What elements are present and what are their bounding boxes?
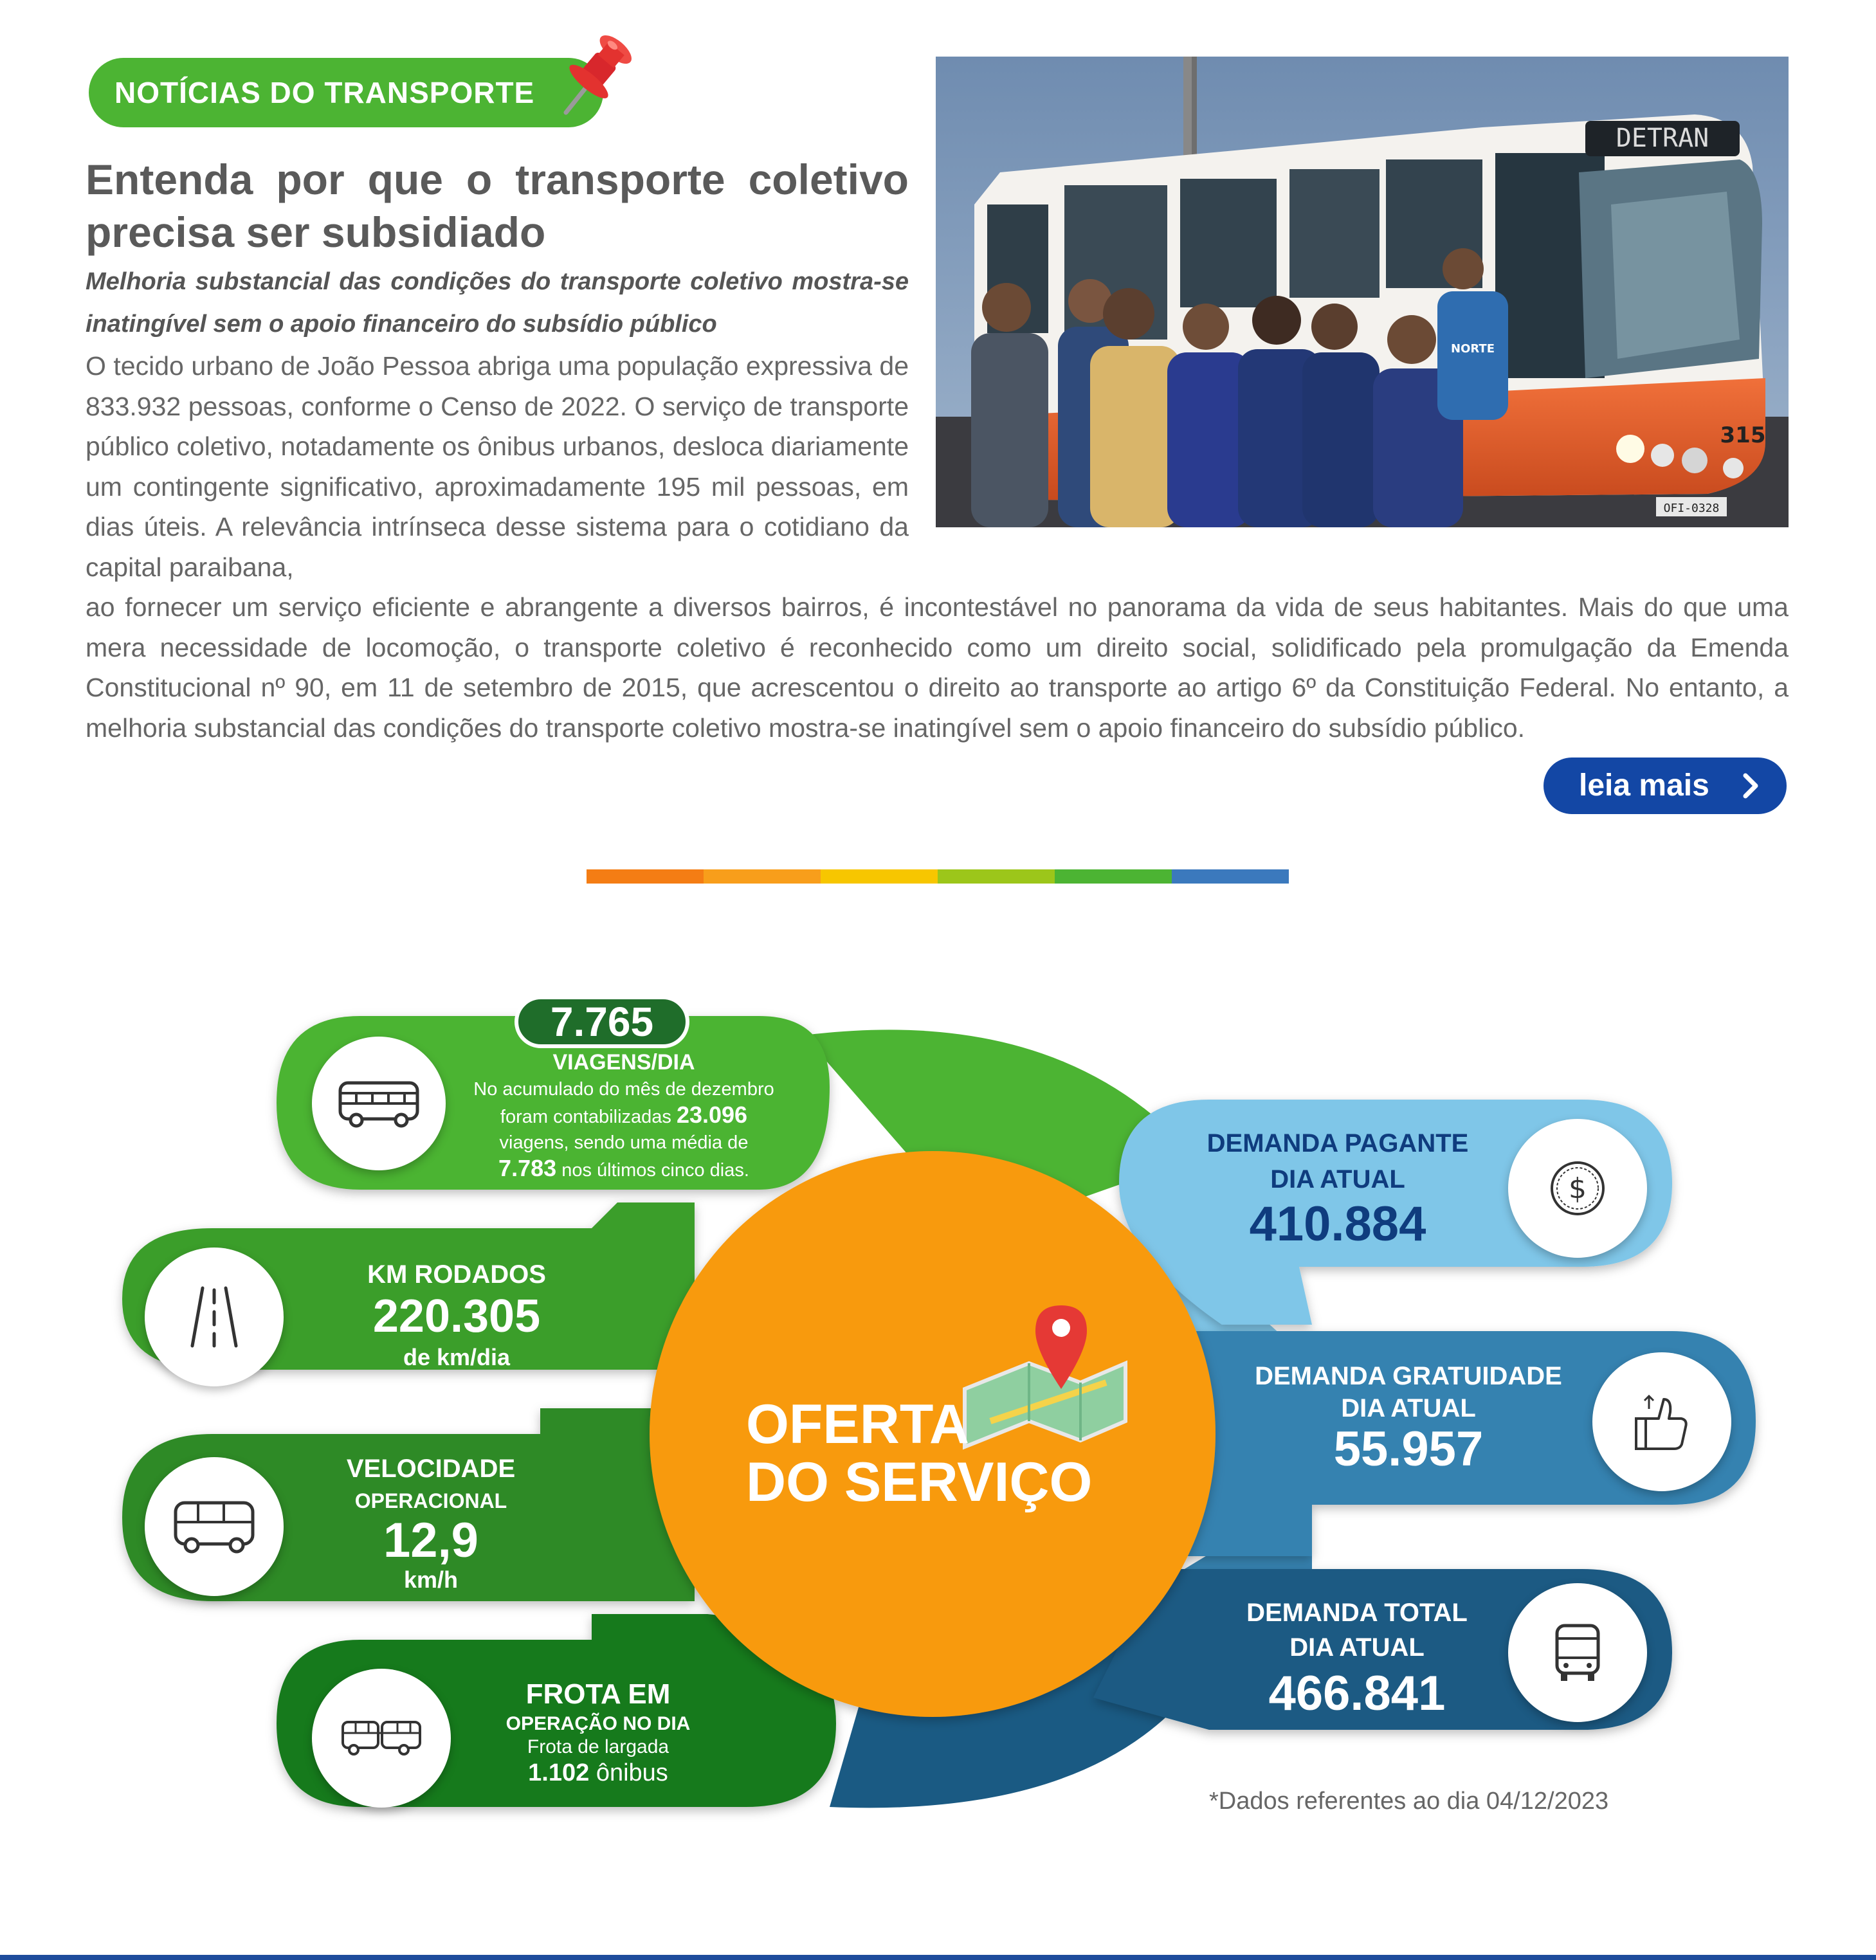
read-more-button[interactable]: leia mais — [1544, 758, 1787, 814]
news-section-tag: NOTÍCIAS DO TRANSPORTE — [89, 58, 603, 127]
speed-label-2: OPERACIONAL — [354, 1489, 507, 1512]
paying-label-1: DEMANDA PAGANTE — [1207, 1129, 1469, 1157]
trips-text-1: No acumulado do mês de dezembro — [473, 1079, 774, 1100]
divider-segment-3 — [821, 869, 938, 884]
center-circle — [650, 1151, 1216, 1717]
fleet-unit: ônibus — [589, 1759, 668, 1786]
headline-line-1: Entenda por que o transporte coletivo — [86, 156, 909, 203]
free-label-2: DIA ATUAL — [1341, 1394, 1476, 1422]
read-more-label: leia mais — [1579, 768, 1709, 803]
data-footnote: *Dados referentes ao dia 04/12/2023 — [1209, 1788, 1609, 1815]
free-icon-circle — [1592, 1352, 1731, 1491]
total-value: 466.841 — [1268, 1666, 1446, 1721]
total-icon-circle — [1508, 1583, 1647, 1722]
km-label: KM RODADOS — [367, 1260, 546, 1289]
chevron-right-icon — [1743, 773, 1758, 799]
paying-value: 410.884 — [1249, 1197, 1426, 1251]
fleet-text: Frota de largada — [527, 1736, 669, 1757]
fleet-count: 1.102 ônibus — [469, 1759, 727, 1787]
headline-line-2: precisa ser subsidiado — [86, 208, 546, 256]
articulated-bus-icon — [342, 1721, 421, 1756]
free-label-1: DEMANDA GRATUIDADE — [1255, 1362, 1562, 1390]
km-icon-circle — [145, 1248, 284, 1386]
shirt-logo: NORTE — [1451, 342, 1495, 356]
free-value: 55.957 — [1333, 1422, 1484, 1476]
bottom-border — [0, 1955, 1876, 1960]
road-icon — [190, 1286, 238, 1348]
push-pin-icon — [563, 35, 632, 115]
trips-value: 7.765 — [550, 999, 654, 1045]
divider-segment-4 — [938, 869, 1055, 884]
map-pin-icon — [963, 1305, 1127, 1450]
news-body-part-2: ao fornecer um serviço eficiente e abran… — [86, 592, 1789, 743]
trips-month-total: 23.096 — [676, 1102, 748, 1128]
divider-segment-2 — [704, 869, 821, 884]
fleet-value: 1.102 — [528, 1759, 590, 1786]
speed-icon-circle — [145, 1457, 284, 1596]
divider-segment-5 — [1055, 869, 1172, 884]
fleet-label-1: FROTA EM — [525, 1678, 671, 1710]
news-tag-label: NOTÍCIAS DO TRANSPORTE — [114, 76, 535, 109]
bus-plate: OFI-0328 — [1664, 502, 1720, 515]
color-divider — [587, 869, 1289, 884]
km-value: 220.305 — [372, 1291, 541, 1342]
trips-value-badge: 7.765 — [515, 995, 689, 1048]
paying-label-2: DIA ATUAL — [1270, 1165, 1405, 1193]
news-headline: Entenda por que o transporte coletivo pr… — [86, 153, 909, 259]
bus-photo-illustration: DETRAN 315 OFI-0328 NORTE — [936, 57, 1789, 527]
divider-segment-6 — [1172, 869, 1289, 884]
trips-text-4: 7.783 nos últimos cinco dias. — [498, 1155, 749, 1181]
arc-green — [804, 1030, 1196, 1235]
fleet-icon-circle — [312, 1669, 451, 1808]
center-line-1: OFERTA — [746, 1393, 970, 1455]
trips-icon-circle — [312, 1037, 446, 1170]
infographic-shapes — [122, 1016, 1756, 1808]
dollar-coin-icon: $ — [1551, 1161, 1605, 1215]
speed-unit: km/h — [403, 1566, 459, 1593]
trips-text-3: viagens, sendo uma média de — [499, 1132, 749, 1153]
news-subtitle: Melhoria substancial das condições do tr… — [86, 268, 909, 338]
divider-segment-1 — [587, 869, 704, 884]
news-photo-bus-boarding: DETRAN 315 OFI-0328 NORTE — [936, 57, 1789, 527]
bus-destination-sign: DETRAN — [1616, 123, 1709, 153]
speed-value: 12,9 — [383, 1513, 478, 1568]
paying-icon-circle: $ — [1508, 1119, 1647, 1258]
trips-average: 7.783 — [498, 1155, 557, 1181]
news-body-part-1: O tecido urbano de João Pessoa abriga um… — [86, 351, 909, 582]
km-unit: de km/dia — [403, 1344, 511, 1370]
bus-front-icon — [1555, 1624, 1600, 1681]
thumbs-up-icon — [1635, 1394, 1688, 1450]
speed-label-1: VELOCIDADE — [346, 1455, 516, 1483]
total-label-1: DEMANDA TOTAL — [1246, 1599, 1468, 1627]
fleet-label-2: OPERAÇÃO NO DIA — [505, 1713, 691, 1734]
total-label-2: DIA ATUAL — [1289, 1633, 1425, 1662]
bus-number: 315 — [1720, 422, 1766, 448]
trips-description: No acumulado do mês de dezembro foram co… — [450, 1076, 797, 1183]
center-line-2: DO SERVIÇO — [746, 1451, 1093, 1513]
svg-text:$: $ — [1569, 1172, 1587, 1205]
bus-side-icon — [338, 1081, 419, 1128]
bus-icon — [174, 1501, 255, 1554]
trips-text-2: foram contabilizadas 23.096 — [500, 1102, 748, 1128]
trips-label: VIAGENS/DIA — [552, 1050, 695, 1075]
